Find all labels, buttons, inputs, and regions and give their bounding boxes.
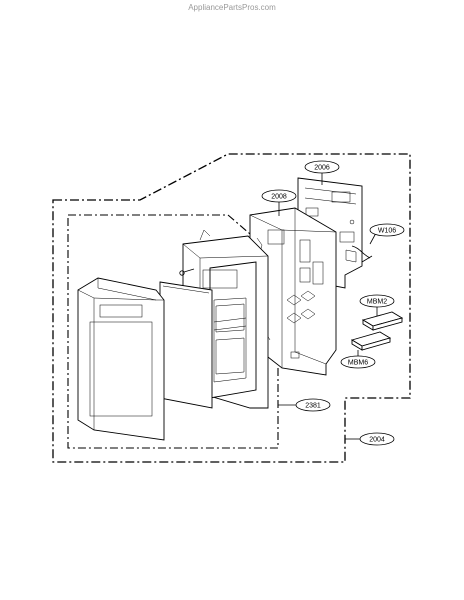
callout-label-MBM2: MBM2 <box>367 299 387 306</box>
callout-label-2006: 2006 <box>314 165 330 172</box>
leader-line-W106 <box>369 232 377 245</box>
callout-MBM6: MBM6 <box>340 355 376 369</box>
callout-2004: 2004 <box>359 432 395 446</box>
callout-label-2004: 2004 <box>369 437 385 444</box>
callout-2381: 2381 <box>295 398 331 412</box>
callout-W106: W106 <box>369 223 405 237</box>
callout-label-2008: 2008 <box>271 194 287 201</box>
door-glass-part <box>159 281 213 409</box>
assembly-boundary-2004 <box>52 153 411 463</box>
watermark: AppliancePartsPros.com <box>188 3 276 12</box>
wire-harness-part <box>351 245 373 263</box>
screw-part <box>179 268 195 276</box>
callout-MBM2: MBM2 <box>359 294 395 308</box>
callout-2006: 2006 <box>304 160 340 174</box>
membrane-mbm2-part <box>361 311 404 331</box>
callout-2008: 2008 <box>261 189 297 203</box>
callout-label-MBM6: MBM6 <box>348 360 368 367</box>
membrane-mbm6-part <box>350 331 392 351</box>
callout-label-2381: 2381 <box>305 403 321 410</box>
front-door-panel-part <box>77 277 165 441</box>
callout-label-W106: W106 <box>378 228 396 235</box>
